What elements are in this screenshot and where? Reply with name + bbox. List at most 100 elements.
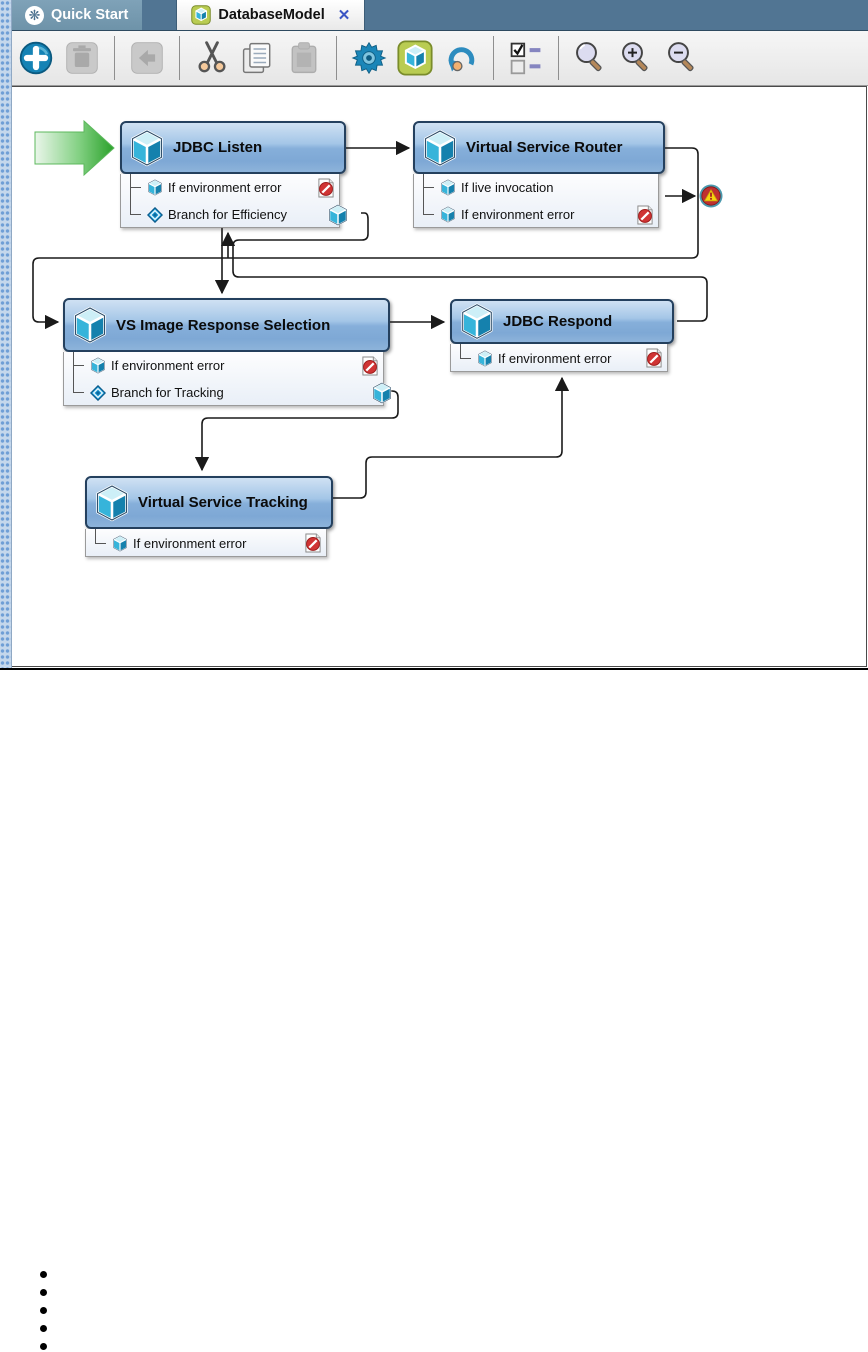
attachment-if-environment-error[interactable]: If environment error (121, 174, 339, 201)
node-virtual-service-tracking[interactable]: Virtual Service Tracking (85, 476, 333, 529)
magnifier-plus-icon (622, 42, 648, 72)
delete-button (62, 38, 102, 78)
bullet-dot (40, 1343, 47, 1350)
tree-elbow (73, 379, 88, 406)
quickstart-pinwheel-icon: ❋ (25, 5, 44, 25)
bullet-dot (40, 1325, 47, 1332)
cube-icon (477, 349, 493, 367)
attachment-label: Branch for Efficiency (168, 207, 287, 222)
zoom-in-button[interactable] (617, 38, 657, 78)
magnifier-minus-icon (668, 42, 694, 72)
toolbar (0, 31, 868, 86)
node-virtual-service-router-attachments: If live invocation If environment error (413, 174, 659, 228)
node-vs-image-response-selection[interactable]: VS Image Response Selection (63, 298, 390, 352)
step-cube-icon (73, 306, 107, 344)
bullet-list-item (40, 1307, 57, 1314)
step-cube-icon (130, 129, 164, 167)
attachment-if-environment-error[interactable]: If environment error (414, 201, 658, 228)
cube-icon (440, 179, 456, 196)
attachment-if-environment-error[interactable]: If environment error (451, 344, 667, 372)
model-editor-window: ❋ Quick Start DatabaseModel ✕ JDBC Liste… (0, 0, 868, 670)
tab-database-model[interactable]: DatabaseModel ✕ (176, 0, 366, 30)
node-jdbc-respond-attachments: If environment error (450, 344, 668, 372)
attachment-if-environment-error[interactable]: If environment error (64, 352, 383, 379)
node-jdbc-respond[interactable]: JDBC Respond (450, 299, 674, 344)
bullet-list-item (40, 1271, 57, 1278)
attachment-label: If live invocation (461, 180, 554, 195)
undo-arrow-icon (448, 47, 475, 72)
step-cube-icon (95, 484, 129, 522)
toolbar-separator (493, 36, 494, 80)
tab-quick-start[interactable]: ❋ Quick Start (11, 0, 143, 30)
plus-circle-icon (19, 41, 53, 75)
zoom-button[interactable] (571, 38, 611, 78)
toolbar-separator (336, 36, 337, 80)
paste-button (284, 38, 324, 78)
node-title: JDBC Respond (503, 313, 613, 330)
paste-icon (291, 42, 317, 74)
bullet-dot (40, 1307, 47, 1314)
model-cube-icon (191, 5, 212, 25)
tree-elbow (95, 529, 110, 557)
cube-icon (112, 534, 128, 552)
node-title: Virtual Service Router (466, 139, 623, 156)
gear-icon (351, 41, 387, 75)
node-title: VS Image Response Selection (116, 316, 331, 334)
cube-icon (147, 179, 163, 196)
tree-elbow (130, 201, 145, 228)
attachment-label: If environment error (461, 207, 575, 222)
bullet-list (40, 1271, 57, 1350)
step-cube-icon (423, 129, 457, 167)
tree-elbow (130, 174, 145, 201)
attachment-if-environment-error[interactable]: If environment error (86, 529, 326, 557)
copy-button[interactable] (238, 38, 278, 78)
no-entry-icon (304, 533, 322, 553)
toolbar-separator (179, 36, 180, 80)
attachment-branch-for-tracking[interactable]: Branch for Tracking (64, 379, 392, 406)
tab-bar: ❋ Quick Start DatabaseModel ✕ (0, 0, 868, 31)
model-button[interactable] (395, 38, 435, 78)
add-button[interactable] (16, 38, 56, 78)
node-virtual-service-router[interactable]: Virtual Service Router (413, 121, 665, 174)
node-jdbc-listen[interactable]: JDBC Listen (120, 121, 346, 174)
tree-elbow (423, 174, 438, 201)
attachment-label: If environment error (168, 180, 282, 195)
tree-elbow (73, 352, 88, 379)
diamond-icon (90, 384, 106, 401)
tree-elbow (460, 344, 475, 372)
cube-icon (440, 206, 456, 223)
node-title: Virtual Service Tracking (138, 494, 308, 511)
arrow-left-icon (131, 42, 163, 74)
zoom-out-button[interactable] (663, 38, 703, 78)
diamond-icon (147, 206, 163, 223)
cut-button[interactable] (192, 38, 232, 78)
node-title: JDBC Listen (173, 139, 263, 156)
checklist-button[interactable] (506, 38, 546, 78)
branch-target-cube-icon (328, 203, 348, 226)
dock-grip[interactable] (0, 0, 12, 668)
close-tab-icon[interactable]: ✕ (337, 7, 351, 24)
checklist-icon (510, 42, 541, 75)
bullet-dot (40, 1289, 47, 1296)
attachment-label: Branch for Tracking (111, 385, 224, 400)
trash-icon (66, 42, 98, 74)
back-button (127, 38, 167, 78)
node-virtual-service-tracking-attachments: If environment error (85, 529, 327, 557)
no-entry-icon (645, 348, 663, 368)
bullet-list-item (40, 1325, 57, 1332)
settings-button[interactable] (349, 38, 389, 78)
attachment-branch-for-efficiency[interactable]: Branch for Efficiency (121, 201, 348, 228)
undo-button[interactable] (441, 38, 481, 78)
toolbar-separator (558, 36, 559, 80)
model-cube-icon (397, 40, 433, 76)
attachment-label: If environment error (133, 535, 247, 551)
attachment-if-live-invocation[interactable]: If live invocation (414, 174, 658, 201)
bullet-dot (40, 1271, 47, 1278)
bullet-list-item (40, 1343, 57, 1350)
tab-label: Quick Start (51, 7, 129, 23)
toolbar-separator (114, 36, 115, 80)
no-entry-icon (317, 178, 335, 198)
